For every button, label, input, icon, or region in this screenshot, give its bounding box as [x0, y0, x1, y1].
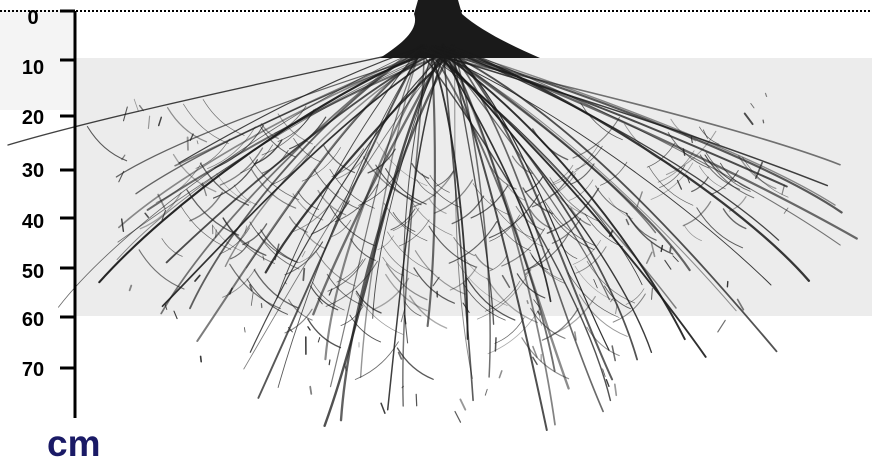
root-fragment — [615, 384, 617, 395]
root-fragment — [310, 387, 311, 394]
root-fragment — [527, 301, 528, 304]
root-fragment — [381, 403, 385, 413]
root-fragment — [718, 320, 725, 332]
root-fragment — [318, 338, 319, 342]
root-fragment — [495, 338, 496, 351]
root-fragment — [216, 230, 217, 237]
root-branch — [308, 319, 341, 348]
tick-label-30: 30 — [22, 160, 44, 182]
tick-label-70: 70 — [22, 359, 44, 381]
root-fragment — [308, 327, 310, 330]
tick-label-20: 20 — [22, 107, 44, 129]
root-zone-band — [75, 58, 872, 316]
root-branch — [522, 338, 569, 379]
tick-label-0: 0 — [27, 7, 38, 29]
tick-label-60: 60 — [22, 309, 44, 331]
tick-label-10: 10 — [22, 57, 44, 79]
root-fragment — [670, 247, 671, 251]
root-fragment — [533, 357, 537, 364]
tick-label-40: 40 — [22, 211, 44, 233]
root-branch — [495, 318, 524, 344]
root-fragment — [485, 389, 487, 395]
root-fragment — [329, 360, 330, 365]
root-fragment — [416, 394, 417, 405]
root-fragment — [460, 400, 465, 410]
tick-label-50: 50 — [22, 261, 44, 283]
root-fragment — [244, 328, 245, 333]
root-fragment — [201, 356, 202, 361]
root-fragment — [499, 371, 501, 378]
root-fragment — [303, 269, 304, 281]
root-fragment — [763, 120, 764, 123]
depth-unit-label: cm — [47, 424, 100, 464]
root-fragment — [455, 412, 461, 423]
